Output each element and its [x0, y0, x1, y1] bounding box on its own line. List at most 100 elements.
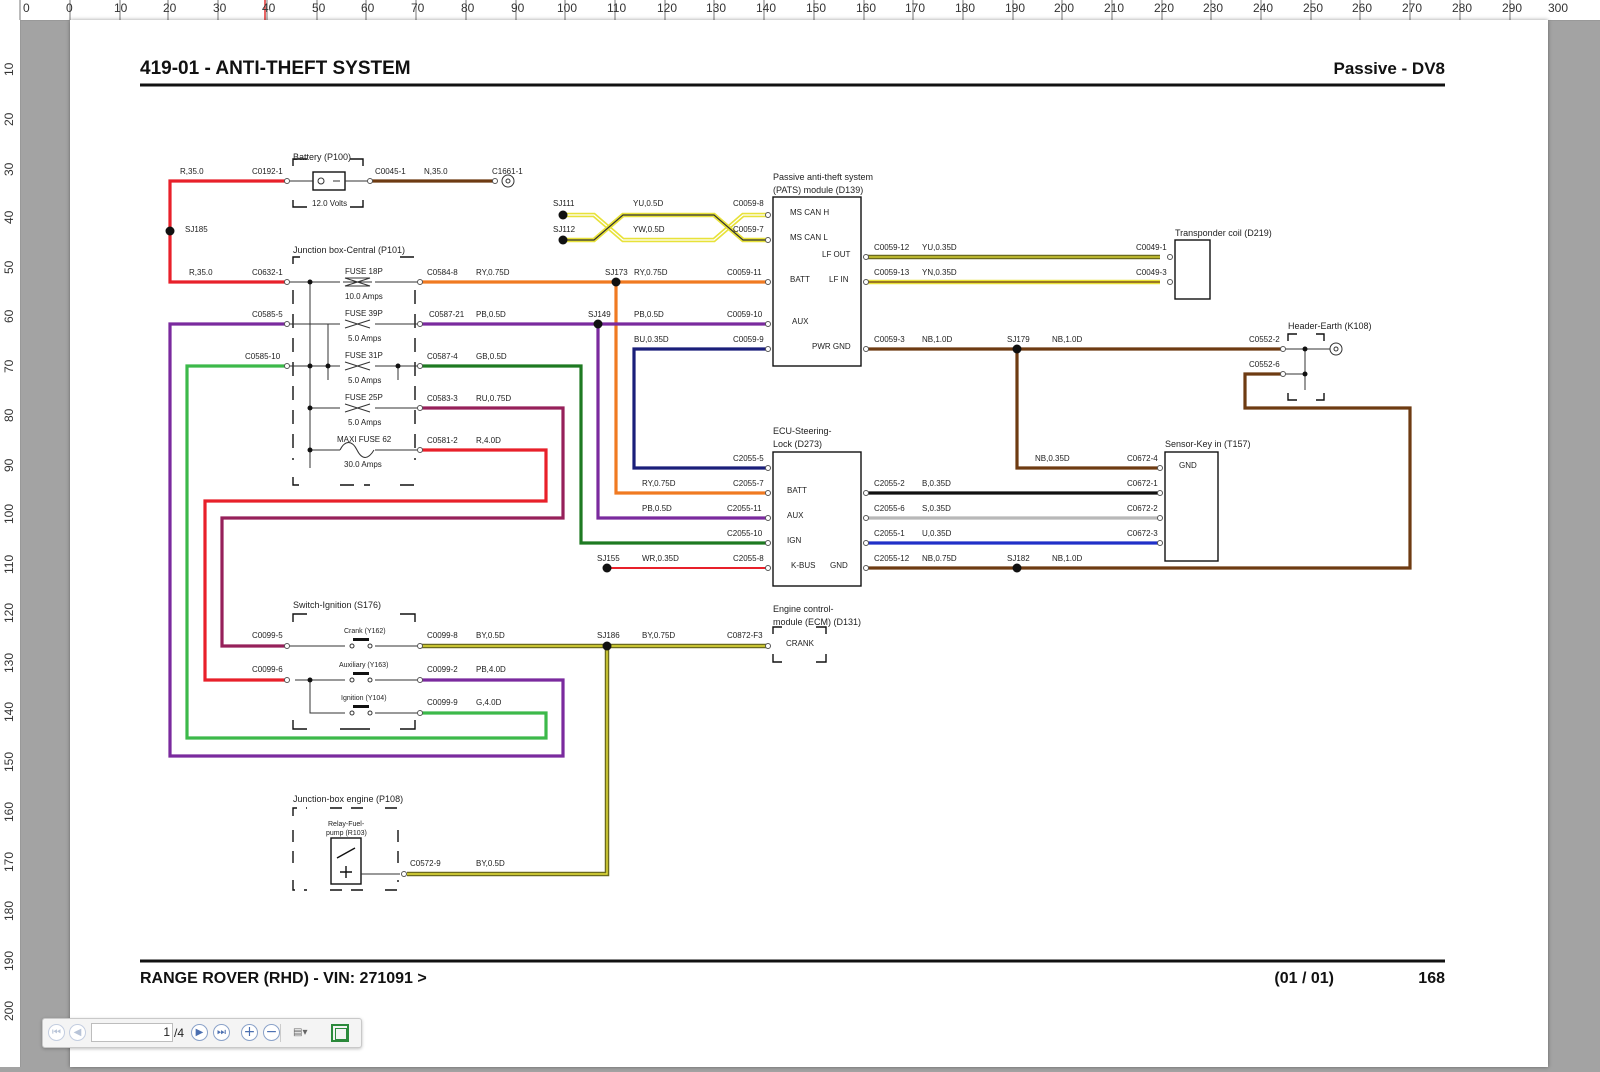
- connector-label: C0585-5: [252, 310, 283, 319]
- wire-label: NB,0.35D: [1035, 454, 1070, 463]
- connector-label: C0059-7: [733, 225, 764, 234]
- connector-label: C0049-3: [1136, 268, 1167, 277]
- connector-label: C0059-12: [874, 243, 910, 252]
- zoom-out-button[interactable]: −: [263, 1024, 280, 1041]
- connector-label: C0583-3: [427, 394, 458, 403]
- svg-text:140: 140: [2, 702, 16, 722]
- wire-green-loop: [185, 364, 548, 740]
- connector-label: C0672-4: [1127, 454, 1158, 463]
- connector-label: C2055-6: [874, 504, 905, 513]
- connector-label: C2055-7: [733, 479, 764, 488]
- connector-label: C1661-1: [492, 167, 523, 176]
- svg-text:70: 70: [411, 1, 425, 15]
- connector-label: C0581-2: [427, 436, 458, 445]
- page-layout-dropdown[interactable]: ▤▾: [293, 1027, 308, 1038]
- svg-text:230: 230: [1203, 1, 1223, 15]
- wire-label: RY,0.75D: [642, 479, 676, 488]
- horizontal-ruler-scale: 0 0 10 20 30 40 50 60 70 80 90 100 110 1…: [19, 0, 1568, 20]
- connector-label: C2055-1: [874, 529, 905, 538]
- svg-text:190: 190: [1005, 1, 1025, 15]
- wire-label: PB,0.5D: [634, 310, 664, 319]
- wire-label: RU,0.75D: [476, 394, 511, 403]
- svg-text:130: 130: [2, 653, 16, 673]
- svg-text:30: 30: [213, 1, 227, 15]
- splice-label-sj111: SJ111: [553, 199, 575, 208]
- svg-text:140: 140: [756, 1, 776, 15]
- wire-orange-steering-batt: [614, 282, 768, 495]
- pats-pin-aux: AUX: [792, 317, 809, 326]
- connector-label: C0552-2: [1249, 335, 1280, 344]
- fit-page-button[interactable]: [331, 1024, 349, 1042]
- svg-text:130: 130: [706, 1, 726, 15]
- fuse-18p-rating: 10.0 Amps: [345, 292, 383, 301]
- previous-page-button[interactable]: ◀: [69, 1024, 86, 1041]
- connector-label: C0587-4: [427, 352, 458, 361]
- connector-label: C0552-6: [1249, 360, 1280, 369]
- contact-auxiliary-label: Auxiliary (Y163): [339, 662, 388, 669]
- svg-text:170: 170: [2, 852, 16, 872]
- wire-label: BU,0.35D: [634, 335, 669, 344]
- transponder-coil-box: [1174, 239, 1211, 300]
- connector-label: C0192-1: [252, 167, 283, 176]
- connector-label: C0059-10: [727, 310, 763, 319]
- svg-text:160: 160: [856, 1, 876, 15]
- splice-sj112: [558, 235, 568, 245]
- svg-text:10: 10: [114, 1, 128, 15]
- zoom-in-button[interactable]: +: [241, 1024, 258, 1041]
- fuse-25p-rating: 5.0 Amps: [348, 418, 381, 427]
- ignition-contact-bar: [353, 705, 369, 708]
- last-page-button[interactable]: ⏭: [213, 1024, 230, 1041]
- pats-pin-pwr-gnd: PWR GND: [812, 342, 851, 351]
- steering-pin-kbus: K-BUS: [791, 561, 815, 570]
- maxi-fuse-62-label: MAXI FUSE 62: [337, 435, 392, 444]
- pats-pin-lf-out: LF OUT: [822, 250, 851, 259]
- svg-text:0: 0: [23, 1, 30, 15]
- wire-label: BY,0.75D: [642, 631, 675, 640]
- next-page-button[interactable]: ▶: [191, 1024, 208, 1041]
- svg-text:40: 40: [2, 210, 16, 224]
- diagram-variant: Passive - DV8: [1333, 59, 1445, 78]
- ecm-label-1: Engine control-: [773, 604, 834, 614]
- striped-wires: [407, 212, 1160, 877]
- vertical-ruler: 10 20 30 40 50 60 70 80 90 100 110 120 1…: [0, 20, 21, 1067]
- svg-text:110: 110: [2, 555, 16, 574]
- wire-label: U,0.35D: [922, 529, 952, 538]
- earth-point-icon: [501, 174, 515, 188]
- header-earth-label: Header-Earth (K108): [1288, 321, 1372, 331]
- contact-ignition-label: Ignition (Y104): [341, 695, 387, 702]
- horizontal-ruler: 0 0 10 20 30 40 50 60 70 80 90 100 110 1…: [0, 0, 1600, 21]
- svg-text:50: 50: [312, 1, 326, 15]
- fuse-18p-label: FUSE 18P: [345, 267, 383, 276]
- splice-sj149: [593, 319, 603, 329]
- svg-text:110: 110: [607, 1, 626, 15]
- wire-label: N,35.0: [424, 167, 448, 176]
- splice-dots: [165, 210, 1308, 683]
- page-number-input[interactable]: 1: [91, 1023, 173, 1042]
- switch-bars: [353, 638, 369, 708]
- svg-text:120: 120: [657, 1, 677, 15]
- first-page-button[interactable]: ⏮: [48, 1024, 65, 1041]
- ecm-pin-crank: CRANK: [786, 639, 815, 648]
- svg-text:20: 20: [2, 112, 16, 126]
- splice-label-sj112: SJ112: [553, 225, 576, 234]
- splice-label-sj186: SJ186: [597, 631, 620, 640]
- steering-pin-ign: IGN: [787, 536, 801, 545]
- wire-label: NB,0.75D: [922, 554, 957, 563]
- component-outlines: [292, 158, 1325, 891]
- connector-label: C0587-21: [429, 310, 465, 319]
- connector-label: C0672-1: [1127, 479, 1158, 488]
- steering-lock-box: [772, 451, 862, 587]
- pats-pin-lf-in: LF IN: [829, 275, 849, 284]
- sensor-pin-gnd: GND: [1179, 461, 1197, 470]
- splice-sj185: [165, 226, 175, 236]
- svg-text:40: 40: [262, 1, 276, 15]
- wire-label: NB,1.0D: [1052, 554, 1082, 563]
- svg-text:120: 120: [2, 603, 16, 623]
- svg-text:30: 30: [2, 162, 16, 176]
- svg-text:180: 180: [955, 1, 975, 15]
- svg-text:200: 200: [1054, 1, 1074, 15]
- svg-text:150: 150: [2, 752, 16, 772]
- connector-label: C0099-5: [252, 631, 283, 640]
- header-earth-box: [1287, 333, 1325, 401]
- connector-label: C2055-5: [733, 454, 764, 463]
